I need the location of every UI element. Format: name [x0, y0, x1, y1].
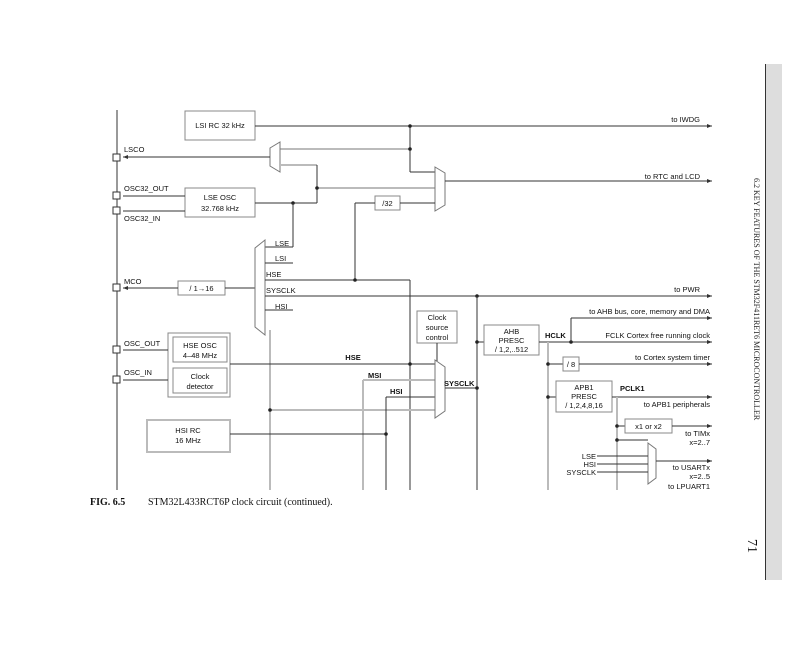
lse-osc-label: LSE OSC	[204, 193, 237, 202]
junction-dot	[408, 124, 412, 128]
lse-osc-block	[184, 187, 256, 218]
figure-label: FIG. 6.5	[90, 497, 126, 508]
lsco-pin	[112, 153, 121, 162]
junction-dot	[268, 408, 272, 412]
lsco-pin-label: LSCO	[124, 145, 145, 154]
clock-source-control-label: Clock	[428, 313, 447, 322]
ahb-ratio-label: / 1,2,..512	[495, 345, 528, 354]
ahb-label: AHB	[504, 327, 519, 336]
mco-input-lsi: LSI	[275, 254, 286, 263]
mco-input-lse: LSE	[275, 239, 289, 248]
pclk1-signal-label: PCLK1	[620, 384, 645, 393]
usart-input-sysclk: SYSCLK	[566, 468, 596, 477]
clock-source-control-label-3: control	[426, 333, 449, 342]
hse-osc-block	[172, 336, 228, 363]
rtc-mux	[434, 166, 446, 212]
junction-dot	[475, 340, 479, 344]
to-usart-label: to USARTx	[673, 463, 711, 472]
ahb-prescaler-block	[483, 324, 540, 356]
mco-pin	[112, 283, 121, 292]
hclk-signal-label: HCLK	[545, 331, 566, 340]
sysclk-mux	[434, 359, 446, 419]
to-iwdg-label: to IWDG	[671, 115, 700, 124]
hsi-rc-frequency: 16 MHz	[175, 436, 201, 445]
osc32-in-pin-label: OSC32_IN	[124, 214, 160, 223]
usart-range-label: x=2..5	[689, 472, 710, 481]
div32-label: /32	[382, 199, 392, 208]
to-ahb-label: to AHB bus, core, memory and DMA	[589, 307, 710, 316]
lsi-rc-block	[184, 110, 256, 141]
junction-dot	[475, 386, 479, 390]
usart-mux	[647, 442, 657, 485]
fclk-label: FCLK Cortex free running clock	[605, 331, 710, 340]
hsi-rc-label: HSI RC	[175, 426, 201, 435]
usart-input-hsi: HSI	[583, 460, 596, 469]
osc32-in-pin	[112, 206, 121, 215]
junction-dot	[353, 278, 357, 282]
hse-osc-frequency: 4–48 MHz	[183, 351, 217, 360]
to-apb1-label: to APB1 peripherals	[644, 400, 711, 409]
lsco-mux	[269, 141, 281, 173]
div8-label: / 8	[567, 360, 575, 369]
junction-dot	[408, 147, 412, 151]
hsi-rc-block	[146, 419, 231, 453]
mco-input-hse: HSE	[266, 270, 281, 279]
msi-signal-label: MSI	[368, 371, 381, 380]
apb1-label: APB1	[574, 383, 593, 392]
osc-in-pin	[112, 375, 121, 384]
tim-range-label: x=2..7	[689, 438, 710, 447]
apb1-ratio-label: / 1,2,4,8,16	[565, 401, 603, 410]
x1-or-x2-label: x1 or x2	[635, 422, 662, 431]
apb1-prescaler-block	[555, 380, 613, 413]
page-edge-band	[765, 64, 782, 580]
osc-out-pin	[112, 345, 121, 354]
apb1-presc-label: PRESC	[571, 392, 597, 401]
to-pwr-label: to PWR	[674, 285, 700, 294]
mco-pin-label: MCO	[124, 277, 142, 286]
mco-input-sysclk: SYSCLK	[266, 286, 296, 295]
figure-caption: STM32L433RCT6P clock circuit (continued)…	[148, 497, 333, 508]
clock-detector-label: Clock	[191, 372, 210, 381]
osc-out-pin-label: OSC_OUT	[124, 339, 161, 348]
osc32-out-pin	[112, 191, 121, 200]
to-systick-label: to Cortex system timer	[635, 353, 711, 362]
mco-mux	[254, 238, 266, 337]
to-tim-label: to TIMx	[685, 429, 710, 438]
osc-in-pin-label: OSC_IN	[124, 368, 152, 377]
sysclk-signal-label: SYSCLK	[444, 379, 475, 388]
to-rtc-label: to RTC and LCD	[645, 172, 701, 181]
mco-divider-label: / 1→16	[189, 284, 213, 293]
hse-signal-label: HSE	[345, 353, 360, 362]
pin-squares	[112, 153, 121, 384]
to-lpuart-label: to LPUART1	[668, 482, 710, 491]
osc32-out-pin-label: OSC32_OUT	[124, 184, 169, 193]
hsi-signal-label: HSI	[390, 387, 403, 396]
clock-detector-block	[172, 367, 228, 394]
clock-detector-label-2: detector	[186, 382, 214, 391]
ahb-presc-label: PRESC	[499, 336, 525, 345]
hse-osc-label: HSE OSC	[183, 341, 217, 350]
junction-dot	[384, 432, 388, 436]
lsi-rc-label: LSI RC 32 kHz	[195, 121, 245, 130]
junction-dot	[315, 186, 319, 190]
clock-source-control-block	[416, 310, 458, 344]
usart-input-lse: LSE	[582, 452, 596, 461]
mco-input-hsi: HSI	[275, 302, 288, 311]
lse-osc-frequency: 32.768 kHz	[201, 204, 239, 213]
junction-dot	[408, 362, 412, 366]
clock-source-control-label-2: source	[426, 323, 449, 332]
